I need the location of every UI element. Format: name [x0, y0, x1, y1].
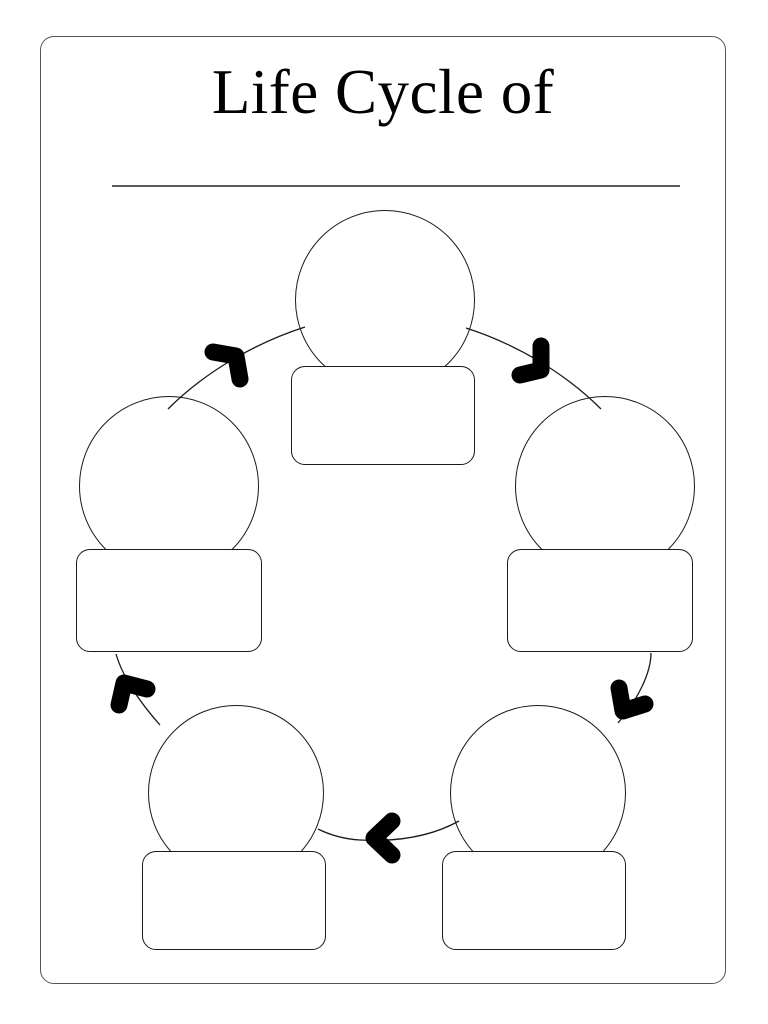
stage-box-label: [143, 852, 325, 949]
stage-box-label: [443, 852, 625, 949]
arrowhead-up-right-icon: [204, 343, 249, 388]
stage-circle-label: [296, 211, 474, 389]
stage-box-top[interactable]: [291, 366, 475, 465]
arrowhead-down-right-icon: [511, 337, 550, 384]
arrowhead-up-left-icon: [110, 674, 156, 714]
stage-box-bottom-right[interactable]: [442, 851, 626, 950]
stage-box-bottom-left[interactable]: [142, 851, 326, 950]
arrowhead-left-icon: [365, 812, 401, 864]
stage-box-left[interactable]: [76, 549, 262, 652]
stage-box-label: [292, 367, 474, 464]
stage-box-label: [508, 550, 692, 651]
page-title: Life Cycle of: [211, 57, 555, 127]
connector-bottom-right-to-bottom-left: [317, 820, 460, 841]
title-area: Life Cycle of: [40, 56, 726, 128]
stage-circle-top[interactable]: [295, 210, 475, 390]
stage-box-right[interactable]: [507, 549, 693, 652]
title-blank-line[interactable]: [112, 185, 680, 187]
stage-box-label: [77, 550, 261, 651]
arrowhead-down-left-icon: [610, 679, 654, 720]
